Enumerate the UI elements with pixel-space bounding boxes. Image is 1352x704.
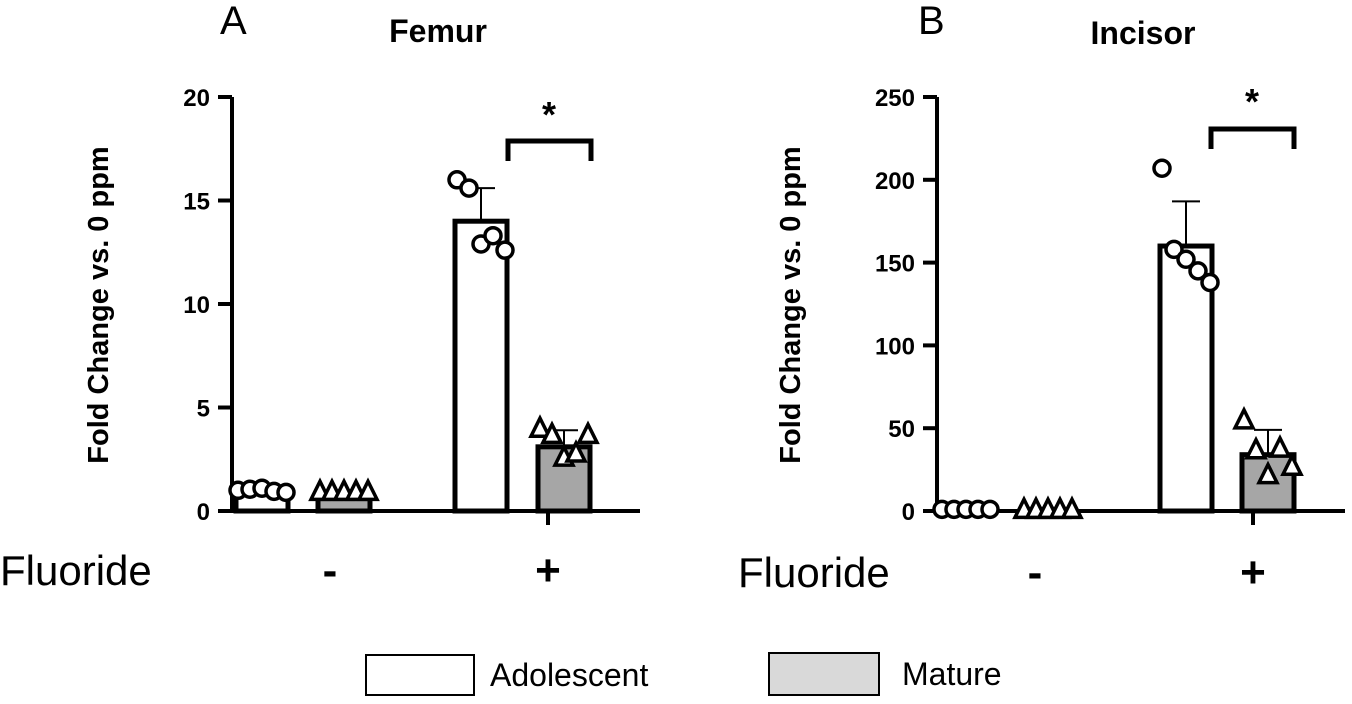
significance-marker-1: * (1245, 81, 1259, 122)
data-point-1-1-1-0 (1232, 406, 1256, 430)
bar-0-1-0 (452, 218, 510, 514)
significance-bracket-0 (505, 138, 594, 161)
data-point-0-1-1-1 (540, 420, 564, 445)
x-category-label-0-1: + (535, 546, 561, 595)
panel-letter-0: A (220, 0, 247, 43)
chart-title-1: Incisor (1091, 15, 1196, 51)
y-tick-label-1-4: 200 (875, 168, 915, 195)
panel-letter-1: B (918, 0, 945, 43)
x-axis-title-0: Fluoride (0, 547, 152, 594)
y-axis-label-1: Fold Change vs. 0 ppm (775, 146, 807, 463)
bar-1-1-0 (1157, 243, 1215, 514)
data-point-0-1-1-4 (576, 420, 600, 445)
data-point-1-1-0-0 (1152, 158, 1172, 178)
x-category-label-1-0: - (1028, 548, 1043, 597)
data-point-1-1-0-3 (1188, 261, 1208, 281)
y-tick-label-1-3: 150 (875, 251, 915, 278)
data-point-0-1-0-3 (483, 225, 503, 246)
x-category-label-1-1: + (1240, 548, 1266, 597)
significance-marker-0: * (542, 94, 556, 135)
data-point-1-0-0-4 (980, 499, 1000, 520)
data-point-1-1-1-2 (1256, 460, 1280, 485)
x-axis-title-1: Fluoride (738, 549, 890, 596)
data-point-1-1-1-1 (1244, 435, 1268, 460)
data-point-0-1-1-3 (564, 439, 588, 463)
data-point-1-0-1-4 (1060, 495, 1084, 520)
data-point-1-1-1-3 (1268, 434, 1292, 458)
data-point-1-1-1-4 (1280, 452, 1304, 477)
data-point-1-1-0-2 (1176, 249, 1196, 270)
x-category-label-0-0: - (323, 546, 338, 595)
chart-title-0: Femur (389, 13, 487, 49)
legend-label-1: Mature (902, 656, 1002, 692)
y-axis-label-0: Fold Change vs. 0 ppm (83, 146, 115, 463)
data-point-0-1-1-0 (528, 414, 552, 438)
data-point-0-0-0-4 (276, 482, 296, 503)
legend-label-0: Adolescent (490, 657, 648, 693)
y-tick-label-1-2: 100 (875, 333, 915, 360)
significance-bracket-1 (1208, 126, 1297, 149)
y-tick-label-0-0: 0 (197, 499, 210, 526)
data-point-0-0-1-4 (356, 477, 380, 502)
y-tick-label-0-3: 15 (183, 189, 210, 216)
legend-swatch-1 (768, 652, 880, 696)
data-point-1-1-0-1 (1164, 239, 1184, 260)
y-tick-label-1-0: 0 (902, 499, 915, 526)
data-point-0-1-0-1 (459, 178, 479, 198)
data-point-0-1-0-4 (495, 240, 515, 260)
legend-swatch-0 (365, 654, 475, 696)
y-tick-label-0-4: 20 (183, 85, 210, 112)
y-tick-label-0-2: 10 (183, 292, 210, 319)
data-point-1-1-0-4 (1200, 272, 1220, 293)
y-tick-label-0-1: 5 (197, 396, 210, 423)
y-tick-label-1-5: 250 (875, 85, 915, 112)
y-tick-label-1-1: 50 (888, 416, 915, 443)
